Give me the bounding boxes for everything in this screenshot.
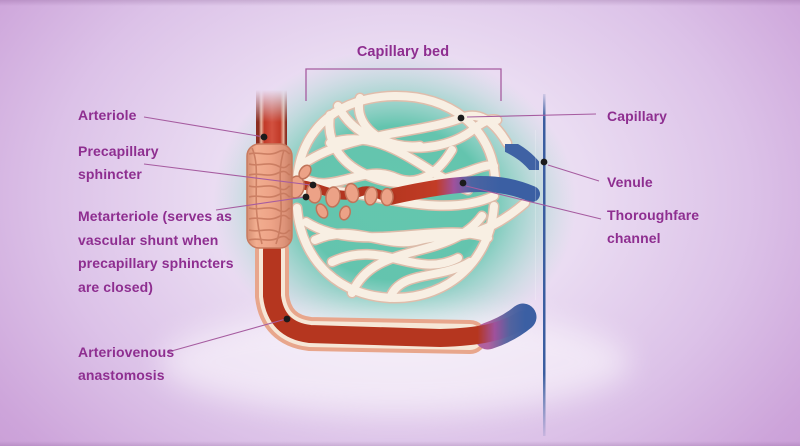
arteriole-label: Arteriole	[78, 107, 137, 123]
precapillary-sphincter-coil	[246, 143, 293, 249]
venule-marker-dot	[540, 158, 548, 166]
leader-lines	[143, 113, 602, 353]
thoroughfare-marker-dot	[459, 179, 467, 187]
capillary-marker-dot	[457, 114, 465, 122]
metarteriole-label: Metarteriole (serves as vascular shunt w…	[78, 208, 234, 295]
thoroughfare-channel-label: Thoroughfare channel	[607, 207, 700, 246]
arteriovenous-anastomosis-vessel	[255, 233, 537, 420]
marker-dots	[260, 114, 548, 323]
capillary-bed-bracket	[305, 68, 502, 101]
thoroughfare-channel-vessel	[382, 175, 540, 205]
arteriole-marker-dot	[260, 133, 268, 141]
precapillary-sphincter-label: Precapillary sphincter	[78, 143, 159, 182]
arteriovenous-anastomosis-label: Arteriovenous anastomosis	[78, 344, 175, 383]
capillary-label: Capillary	[607, 108, 668, 124]
venule-vessel	[501, 93, 563, 437]
av-anastomosis-marker-dot	[283, 315, 291, 323]
capillary-bed-title: Capillary bed	[356, 44, 450, 60]
arteriole-vessel	[256, 90, 287, 152]
capillary-network	[290, 90, 531, 304]
metarteriole-marker-dot	[302, 193, 310, 201]
venule-label: Venule	[607, 174, 653, 190]
precapillary-sphincter-marker-dot	[309, 181, 317, 189]
